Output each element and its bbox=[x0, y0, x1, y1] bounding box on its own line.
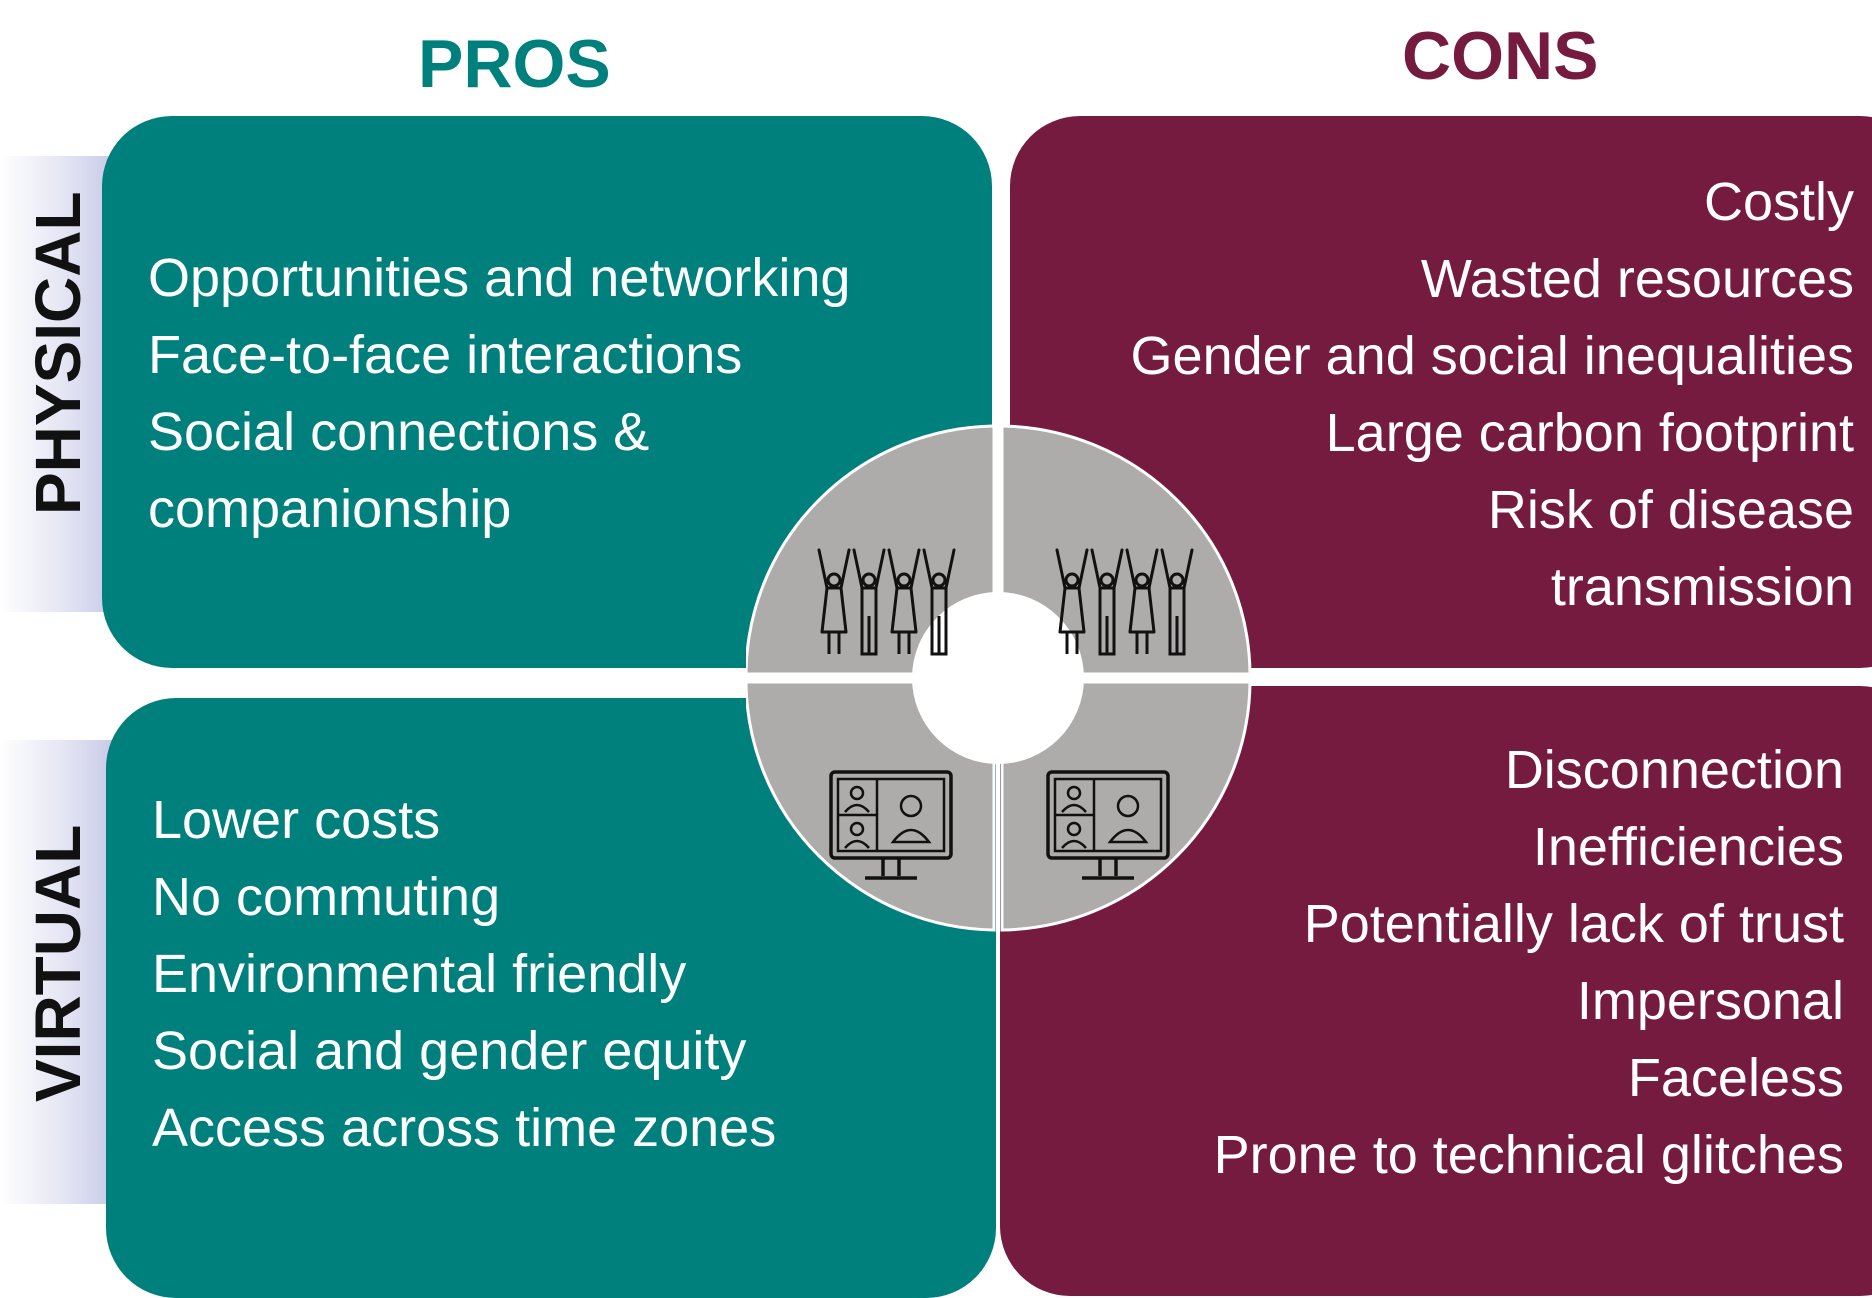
list-item: companionship bbox=[148, 479, 512, 539]
cons-heading: CONS bbox=[1402, 18, 1599, 94]
list-item: Prone to technical glitches bbox=[1213, 1125, 1844, 1185]
physical-cons-list: Costly Wasted resources Gender and socia… bbox=[1131, 164, 1854, 626]
wheel-center-hole bbox=[912, 592, 1084, 764]
virtual-side-band bbox=[0, 740, 120, 1204]
wheel-quadrant-virtual-cons bbox=[1000, 680, 1252, 932]
list-item: transmission bbox=[1550, 557, 1854, 617]
list-item: Impersonal bbox=[1576, 971, 1844, 1031]
list-item: Environmental friendly bbox=[152, 944, 687, 1004]
list-item: Social and gender equity bbox=[152, 1021, 747, 1081]
list-item: Wasted resources bbox=[1420, 249, 1854, 309]
virtual-cons-list: Disconnection Inefficiencies Potentially… bbox=[1214, 732, 1844, 1194]
center-wheel bbox=[746, 424, 1252, 932]
virtual-pros-list: Lower costs No commuting Environmental f… bbox=[152, 782, 776, 1167]
list-item: Lower costs bbox=[152, 790, 441, 850]
pros-heading: PROS bbox=[418, 26, 611, 102]
list-item: Face-to-face interactions bbox=[148, 325, 743, 385]
wheel-quadrant-virtual-pros bbox=[746, 680, 996, 932]
list-item: Faceless bbox=[1627, 1048, 1844, 1108]
list-item: Risk of disease bbox=[1487, 480, 1854, 540]
list-item: Large carbon footprint bbox=[1325, 403, 1854, 463]
virtual-row-label: VIRTUAL bbox=[22, 824, 94, 1102]
list-item: Gender and social inequalities bbox=[1130, 326, 1854, 386]
list-item: Social connections & bbox=[148, 402, 650, 462]
list-item: Access across time zones bbox=[152, 1098, 777, 1158]
physical-side-band bbox=[0, 156, 120, 612]
list-item: Costly bbox=[1703, 172, 1854, 232]
physical-pros-list: Opportunities and networking Face-to-fac… bbox=[148, 240, 850, 548]
list-item: No commuting bbox=[152, 867, 501, 927]
list-item: Disconnection bbox=[1504, 740, 1844, 800]
list-item: Opportunities and networking bbox=[148, 248, 851, 308]
list-item: Inefficiencies bbox=[1532, 817, 1844, 877]
physical-row-label: PHYSICAL bbox=[22, 191, 94, 515]
list-item: Potentially lack of trust bbox=[1303, 894, 1844, 954]
